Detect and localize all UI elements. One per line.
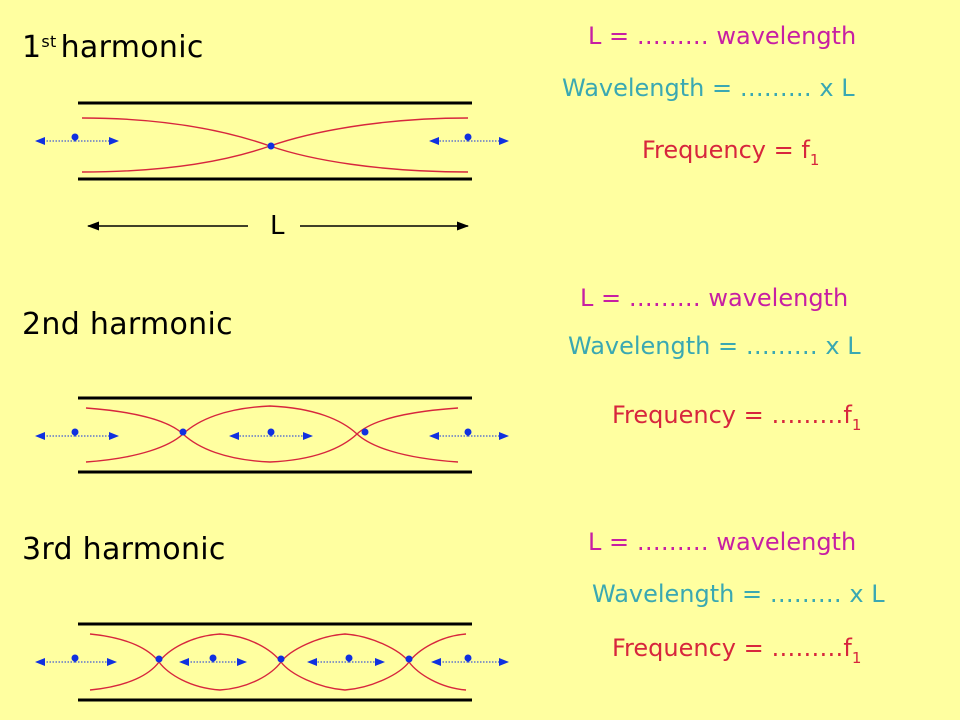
harmonic-3-title: 3rd harmonic <box>22 532 226 567</box>
harmonic-1-tube <box>78 101 472 181</box>
harmonic-2-length-equation: L = ……… wavelength <box>580 284 849 312</box>
harmonic-1-wavelength-equation: Wavelength = ……… x L <box>562 74 855 102</box>
harmonic-2-wave <box>85 405 459 463</box>
particle-3-3 <box>209 654 217 662</box>
particle-2-1 <box>71 428 79 436</box>
harmonic-1-frequency-text: Frequency = f <box>642 136 810 164</box>
particle-1-1 <box>71 133 79 141</box>
particle-3-7 <box>464 654 472 662</box>
harmonic-1-title-text: harmonic <box>60 30 204 65</box>
harmonic-2-frequency-text: Frequency = ………f <box>612 401 852 429</box>
particle-2-4 <box>361 428 369 436</box>
particle-3-5 <box>345 654 353 662</box>
harmonic-2-frequency-equation: Frequency = ………f1 <box>612 401 861 434</box>
harmonic-3-length-equation: L = ……… wavelength <box>588 528 857 556</box>
harmonic-1-frequency-subscript: 1 <box>809 151 820 169</box>
wave-1-curve-b <box>81 117 469 173</box>
particle-3-2 <box>155 655 163 663</box>
harmonic-2-particles <box>35 428 509 440</box>
harmonic-3-frequency-text: Frequency = ………f <box>612 634 852 662</box>
wave-2-curve-a <box>85 407 459 463</box>
harmonic-3-frequency-equation: Frequency = ………f1 <box>612 634 861 667</box>
harmonic-3-frequency-subscript: 1 <box>851 649 862 667</box>
particle-2-5 <box>464 428 472 436</box>
harmonic-1-title-number: 1 <box>22 30 42 65</box>
harmonic-2-wavelength-equation: Wavelength = ……… x L <box>568 332 861 360</box>
harmonic-3-particles <box>35 654 509 666</box>
harmonic-2-tube <box>78 396 472 474</box>
tube-length-label: L <box>270 211 285 241</box>
particle-1-3 <box>464 133 472 141</box>
particle-1-2 <box>267 142 275 150</box>
harmonic-1-wave <box>81 117 469 173</box>
harmonic-3-tube <box>78 622 472 702</box>
harmonic-3-wavelength-equation: Wavelength = ……… x L <box>592 580 885 608</box>
harmonic-1-particles <box>35 133 509 150</box>
harmonic-1-length-equation: L = ……… wavelength <box>588 22 857 50</box>
harmonic-2-frequency-subscript: 1 <box>851 416 862 434</box>
harmonic-1-title-superscript: st <box>41 32 57 51</box>
particle-2-2 <box>179 428 187 436</box>
harmonic-2-title: 2nd harmonic <box>22 307 233 342</box>
particle-2-3 <box>267 428 275 436</box>
particle-3-6 <box>405 655 413 663</box>
wave-2-curve-b <box>85 405 459 463</box>
particle-3-1 <box>71 654 79 662</box>
particle-3-4 <box>277 655 285 663</box>
harmonic-1-frequency-equation: Frequency = f1 <box>642 136 819 169</box>
